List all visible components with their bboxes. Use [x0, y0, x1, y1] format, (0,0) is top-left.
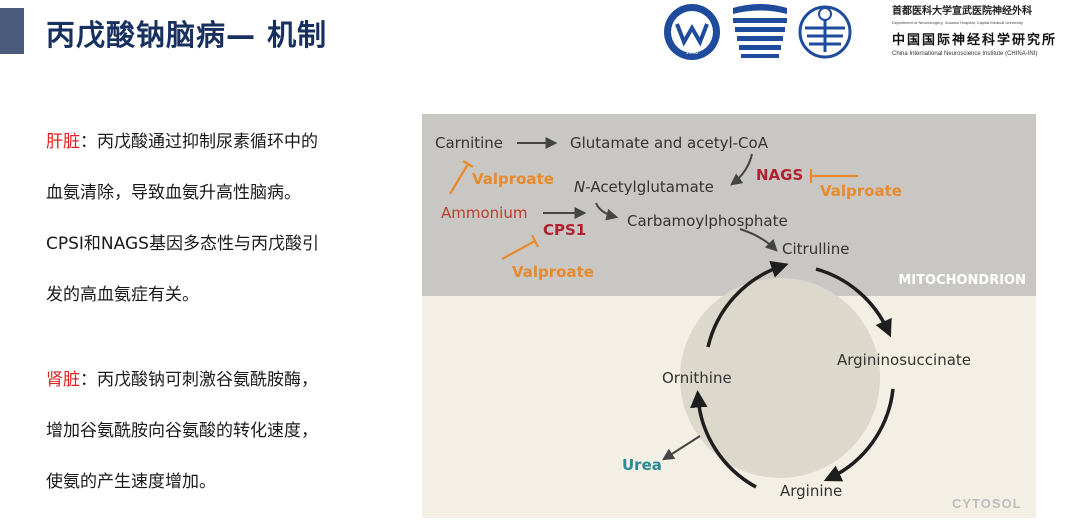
- kidney-key: 肾脏: [46, 370, 80, 390]
- cycle-arrow-argininosuccinate-arginine: [823, 388, 895, 482]
- liver-text-1: ：丙戊酸通过抑制尿素循环中的: [80, 132, 318, 152]
- institute-logo: [798, 5, 852, 59]
- urea-cycle-diagram: Carnitine Glutamate and acetyl-CoA Valpr…: [422, 114, 1036, 518]
- arrow-ornithine-urea: [661, 435, 701, 461]
- inhibition-valproate-1: [449, 163, 469, 195]
- arrow-carbamoyl-citrulline: [739, 228, 778, 252]
- cycle-arrow-ornithine-citrulline: [706, 260, 789, 348]
- dept-name-cn: 首都医科大学宣武医院神经外科: [892, 6, 1032, 17]
- label-n-acetylglutamate: N-Acetylglutamate: [574, 178, 714, 196]
- liver-line-3: CPSI和NAGS基因多态性与丙戊酸引: [46, 234, 319, 254]
- label-cps1: CPS1: [543, 221, 586, 239]
- cycle-arrow-arginine-ornithine: [690, 390, 757, 489]
- cycle-fill: [680, 278, 880, 478]
- mitochondrion-region: [422, 114, 1036, 296]
- title-accent-bar: [0, 8, 24, 54]
- label-ornithine: Ornithine: [662, 369, 732, 387]
- institute-name-en: China International Neuroscience Institu…: [892, 51, 1038, 57]
- cycle-arrow-citrulline-argininosuccinate: [815, 267, 892, 338]
- liver-line-1: 肝脏：丙戊酸通过抑制尿素循环中的: [46, 128, 396, 179]
- liver-key: 肝脏: [46, 132, 80, 152]
- inhibition-bar-3: [531, 234, 539, 248]
- label-citrulline: Citrulline: [782, 240, 849, 258]
- label-nags: NAGS: [756, 166, 803, 184]
- arrow-nag-carbamoyl: [595, 202, 619, 221]
- institution-block: 首都医科大学宣武医院神经外科 Department of Neurosurger…: [892, 2, 1078, 57]
- kidney-text-1: ：丙戊酸钠可刺激谷氨酰胺酶，: [80, 370, 318, 390]
- n-prefix: N: [574, 178, 585, 196]
- kidney-paragraph: 肾脏：丙戊酸钠可刺激谷氨酰胺酶， 增加谷氨酰胺向谷氨酸的转化速度， 使氨的产生速…: [46, 366, 396, 519]
- inhibition-valproate-3: [501, 240, 536, 260]
- watermark: CYTOSOL: [952, 496, 1022, 511]
- label-ammonium: Ammonium: [441, 204, 527, 222]
- inhibition-bar-1: [462, 160, 474, 168]
- liver-line-2: 血氨清除，导致血氨升高性脑病。: [46, 183, 301, 203]
- hospital-logo: [733, 4, 787, 58]
- dept-name-en: Department of Neurosurgery, Xuanwu Hospi…: [892, 20, 1023, 25]
- label-argininosuccinate: Argininosuccinate: [837, 351, 971, 369]
- seal-year: 1958: [686, 50, 699, 56]
- label-valproate-2: Valproate: [820, 182, 902, 200]
- nag-rest: -Acetylglutamate: [585, 178, 714, 196]
- kidney-line-2: 增加谷氨酰胺向谷氨酸的转化速度，: [46, 421, 318, 441]
- label-arginine: Arginine: [780, 482, 842, 500]
- label-carnitine: Carnitine: [435, 134, 503, 152]
- institute-name-cn: 中国国际神经科学研究所: [892, 33, 1058, 48]
- university-seal-logo: 1958: [664, 4, 720, 60]
- kidney-line-1: 肾脏：丙戊酸钠可刺激谷氨酰胺酶，: [46, 366, 396, 417]
- kidney-line-3: 使氨的产生速度增加。: [46, 472, 216, 492]
- label-mitochondrion: MITOCHONDRION: [898, 273, 1026, 288]
- logos: 1958: [664, 4, 852, 60]
- label-urea: Urea: [622, 456, 662, 474]
- label-carbamoylphosphate: Carbamoylphosphate: [627, 212, 788, 230]
- label-valproate-3: Valproate: [512, 263, 594, 281]
- label-valproate-1: Valproate: [472, 170, 554, 188]
- page-title: 丙戊酸钠脑病— 机制: [46, 18, 328, 52]
- liver-line-4: 发的高血氨症有关。: [46, 285, 199, 305]
- arrow-glutamate-nag: [730, 153, 753, 186]
- liver-paragraph: 肝脏：丙戊酸通过抑制尿素循环中的 血氨清除，导致血氨升高性脑病。 CPSI和NA…: [46, 128, 396, 332]
- label-glutamate: Glutamate and acetyl-CoA: [570, 134, 769, 152]
